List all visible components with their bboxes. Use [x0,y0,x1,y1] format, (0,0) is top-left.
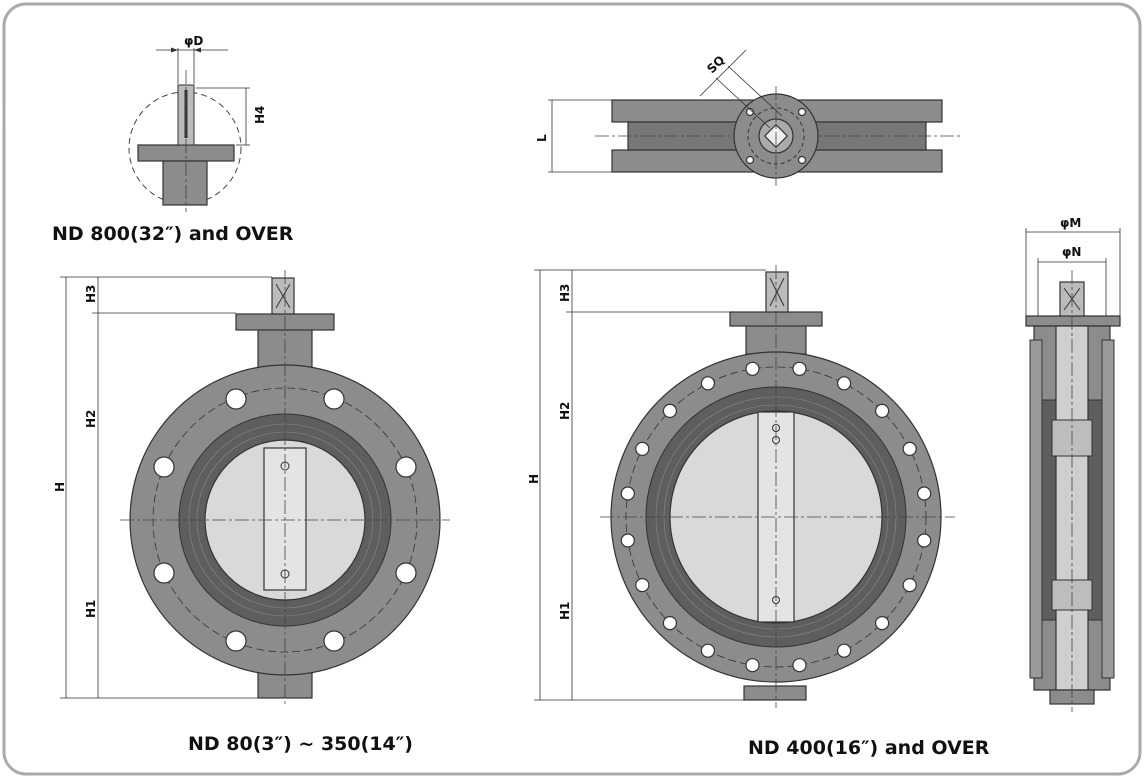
side-section-view: φM φN [1025,216,1121,712]
bolt-hole [836,376,852,391]
label-large-h1: H1 [558,602,572,620]
large-bottom-boss [743,685,807,701]
detail-stem-view: φD H4 [128,34,267,212]
bolt-hole [662,615,678,631]
bolt-hole [745,658,760,673]
caption-small: ND 80(3″) ~ 350(14″) [188,733,413,755]
small-bolt-holes [153,388,417,652]
label-phi-n: φN [1062,245,1081,259]
label-large-h3: H3 [558,284,572,302]
label-phi-d: φD [184,34,203,48]
dim-sq [699,49,747,97]
bolt-hole [902,441,917,456]
label-h4: H4 [253,106,267,124]
bolt-hole [620,486,635,501]
label-small-h3: H3 [84,285,98,303]
bolt-hole [836,643,852,658]
caption-large: ND 400(16″) and OVER [748,737,990,759]
bolt-hole [792,658,807,673]
label-large-h: H [527,474,541,484]
bolt-hole [662,403,678,418]
bolt-hole [917,533,932,548]
label-small-h: H [53,482,67,492]
large-valve-front-view: H H3 H2 H1 [527,265,955,708]
label-large-h2: H2 [558,402,572,420]
bolt-hole [902,577,917,593]
bolt-hole [635,577,650,593]
bolt-hole [792,361,807,376]
top-view: SQ L [535,49,960,186]
bolt-hole [874,615,890,631]
bolt-hole [635,441,650,456]
bolt-hole [700,376,716,391]
bolt-hole [917,486,932,501]
bolt-hole [620,533,635,548]
bolt-hole [874,403,890,418]
caption-detail: ND 800(32″) and OVER [52,223,294,245]
label-small-h1: H1 [84,600,98,618]
label-small-h2: H2 [84,410,98,428]
label-l: L [535,134,549,142]
small-valve-front-view: H H3 H2 H1 [53,270,450,705]
large-bolt-holes [620,361,932,673]
side-top-flange [1025,315,1121,327]
label-phi-m: φM [1060,216,1081,230]
detail-neck [162,160,208,206]
bolt-hole [700,643,716,658]
bolt-hole [745,361,760,376]
